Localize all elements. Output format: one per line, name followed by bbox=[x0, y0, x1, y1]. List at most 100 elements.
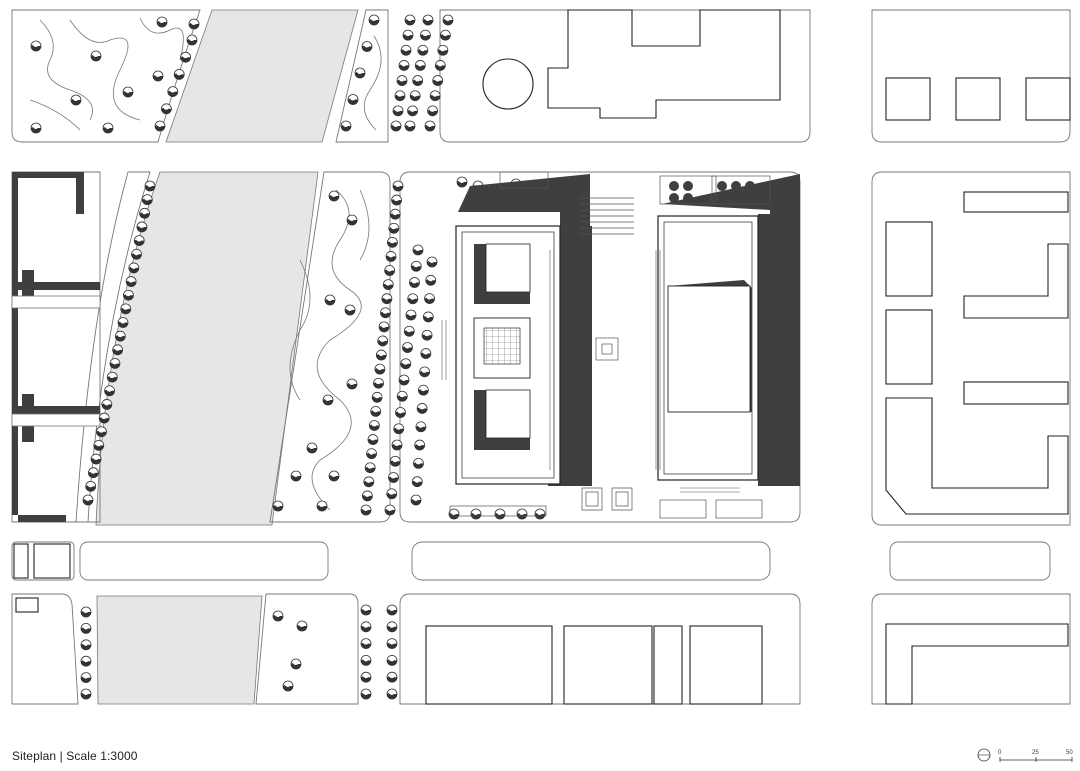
tree bbox=[392, 180, 404, 192]
tree bbox=[128, 262, 140, 274]
tree bbox=[160, 103, 172, 115]
tree bbox=[144, 180, 156, 192]
tree bbox=[102, 122, 114, 134]
tree bbox=[360, 638, 372, 649]
tree bbox=[389, 455, 401, 467]
existing-buildings bbox=[13, 9, 1071, 705]
tree bbox=[403, 325, 415, 337]
tree bbox=[70, 94, 82, 106]
tree bbox=[410, 494, 422, 506]
tree bbox=[328, 190, 340, 202]
tree bbox=[386, 638, 398, 649]
tree bbox=[152, 70, 164, 82]
tree bbox=[173, 69, 185, 80]
tree bbox=[419, 366, 431, 378]
tree bbox=[494, 508, 506, 520]
tree bbox=[422, 14, 434, 26]
tree bbox=[398, 374, 410, 386]
tree bbox=[400, 44, 412, 56]
tree bbox=[154, 120, 166, 132]
tree bbox=[133, 235, 145, 247]
tree bbox=[413, 457, 424, 469]
tree bbox=[432, 75, 444, 86]
tree bbox=[410, 260, 422, 272]
scale-bar: 0 25 50 bbox=[977, 748, 1073, 762]
tree bbox=[80, 639, 92, 651]
tree bbox=[400, 358, 412, 370]
tree bbox=[434, 60, 446, 71]
tree bbox=[386, 671, 398, 683]
tree bbox=[272, 610, 284, 622]
tree bbox=[344, 304, 356, 316]
tree bbox=[136, 221, 148, 233]
tree bbox=[391, 439, 403, 451]
tree bbox=[424, 120, 436, 132]
tree bbox=[93, 439, 105, 451]
tree bbox=[448, 508, 460, 520]
tree bbox=[346, 378, 358, 390]
scale-label-50: 50 bbox=[1066, 750, 1073, 756]
tree bbox=[382, 279, 394, 291]
tree bbox=[407, 105, 418, 117]
tree bbox=[384, 265, 396, 276]
tree bbox=[30, 40, 42, 52]
tree bbox=[404, 14, 416, 26]
tree bbox=[106, 371, 118, 383]
tree bbox=[414, 60, 426, 71]
tree bbox=[123, 289, 134, 301]
tree bbox=[386, 688, 398, 700]
tree bbox=[425, 274, 437, 286]
tree bbox=[80, 655, 92, 667]
left-buildings bbox=[11, 172, 101, 522]
tree bbox=[296, 620, 308, 632]
tree bbox=[398, 60, 410, 71]
tree bbox=[388, 222, 400, 234]
tree bbox=[354, 67, 366, 79]
tree bbox=[360, 688, 372, 700]
trees bbox=[30, 14, 546, 700]
tree bbox=[366, 448, 377, 460]
tree bbox=[470, 508, 482, 520]
tree bbox=[420, 348, 432, 359]
tree bbox=[117, 317, 129, 328]
tree bbox=[80, 672, 92, 683]
tree bbox=[375, 349, 387, 361]
tree bbox=[80, 606, 92, 618]
tree bbox=[396, 390, 408, 402]
tree bbox=[381, 293, 393, 305]
tree bbox=[395, 407, 406, 418]
tree bbox=[456, 176, 468, 188]
tree bbox=[388, 472, 399, 483]
tree bbox=[346, 214, 358, 226]
tree bbox=[131, 248, 142, 260]
tree bbox=[411, 476, 423, 488]
tree bbox=[109, 358, 121, 369]
tree bbox=[87, 467, 99, 479]
tree bbox=[347, 94, 359, 105]
tree bbox=[122, 86, 134, 98]
tree bbox=[104, 385, 115, 397]
tree bbox=[389, 208, 401, 220]
tree bbox=[409, 90, 421, 102]
tree bbox=[417, 44, 429, 56]
tree bbox=[534, 508, 546, 520]
tree bbox=[386, 488, 398, 500]
tree bbox=[390, 120, 402, 132]
tree bbox=[272, 500, 284, 512]
tree bbox=[427, 105, 438, 117]
tree bbox=[82, 494, 94, 506]
tree bbox=[407, 293, 419, 305]
tree bbox=[367, 434, 379, 445]
tree bbox=[125, 276, 137, 287]
tree bbox=[424, 293, 435, 305]
tree bbox=[322, 394, 334, 406]
tree bbox=[386, 604, 398, 616]
caption-scale: Scale 1:3000 bbox=[66, 749, 138, 763]
park-paths bbox=[29, 17, 382, 511]
tree bbox=[156, 16, 168, 28]
tree bbox=[328, 470, 340, 482]
tree bbox=[387, 236, 398, 248]
tree bbox=[440, 29, 451, 41]
proposed-building-b bbox=[655, 174, 800, 493]
tree bbox=[393, 423, 405, 435]
